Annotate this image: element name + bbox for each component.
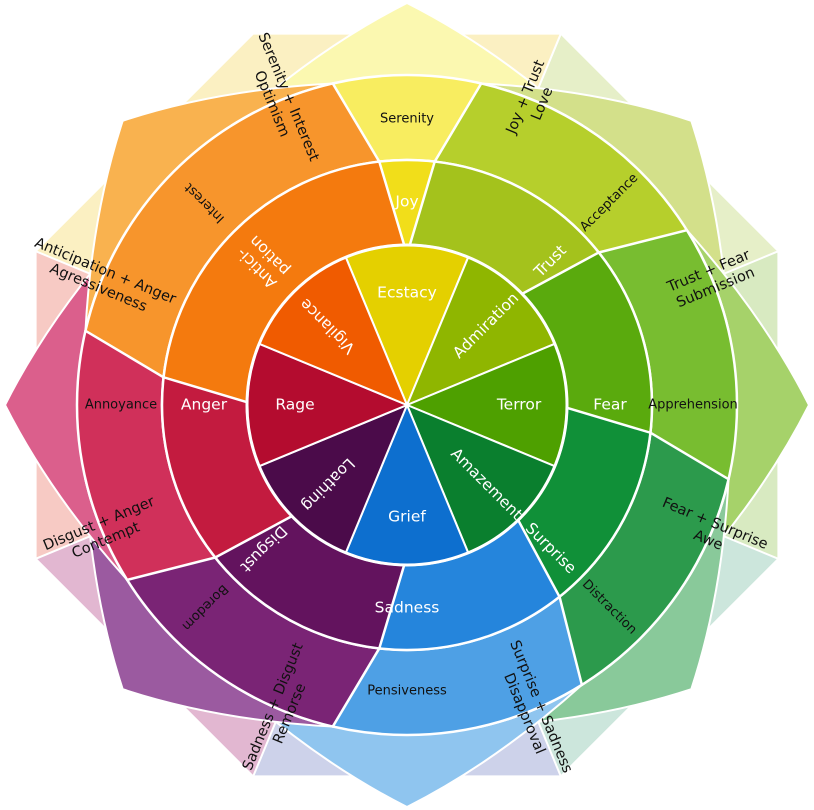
emotion-fear-basic-text: Fear bbox=[593, 396, 627, 414]
emotion-sadness-mild: Pensiveness bbox=[367, 684, 447, 699]
emotion-fear-intense-text: Terror bbox=[496, 396, 542, 414]
emotion-sadness-intense: Grief bbox=[388, 508, 426, 526]
emotion-joy-mild-text: Serenity bbox=[380, 112, 434, 127]
emotion-anger-intense: Rage bbox=[275, 396, 314, 414]
emotion-fear-mild: Apprehension bbox=[648, 398, 738, 413]
emotion-sadness-basic: Sadness bbox=[375, 599, 440, 617]
emotion-petals bbox=[75, 73, 739, 737]
emotion-anger-basic: Anger bbox=[181, 396, 228, 414]
emotion-sadness-mild-text: Pensiveness bbox=[367, 684, 447, 699]
emotion-anger-basic-text: Anger bbox=[181, 396, 228, 414]
emotion-joy-intense-text: Ecstacy bbox=[377, 284, 437, 302]
emotion-fear-intense: Terror bbox=[496, 396, 542, 414]
emotion-fear-basic: Fear bbox=[593, 396, 627, 414]
emotion-joy-basic-text: Joy bbox=[394, 193, 418, 211]
intensity-rings bbox=[245, 243, 569, 567]
emotion-anger-intense-text: Rage bbox=[275, 396, 314, 414]
emotion-anger-mild: Annoyance bbox=[85, 398, 157, 413]
emotion-joy-mild: Serenity bbox=[380, 112, 434, 127]
intensity-ring bbox=[245, 243, 569, 567]
emotion-fear-mild-text: Apprehension bbox=[648, 398, 738, 413]
emotion-sadness-intense-text: Grief bbox=[388, 508, 426, 526]
emotion-joy-basic: Joy bbox=[394, 193, 418, 211]
emotion-anger-mild-text: Annoyance bbox=[85, 398, 157, 413]
emotion-sadness-basic-text: Sadness bbox=[375, 599, 440, 617]
petal-tip bbox=[84, 82, 336, 334]
emotion-joy-intense: Ecstacy bbox=[377, 284, 437, 302]
